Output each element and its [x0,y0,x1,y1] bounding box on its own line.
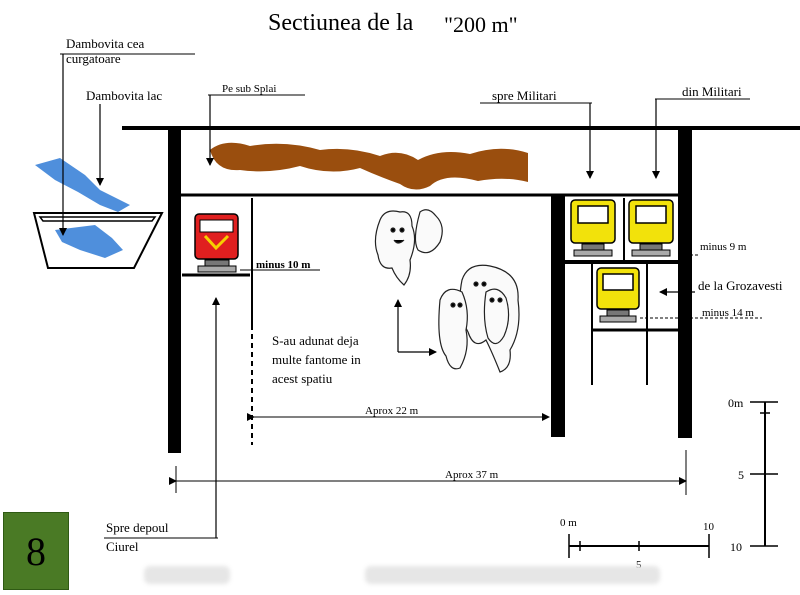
vscale-5: 5 [738,468,744,482]
lake-rim [38,216,157,222]
ghost-group [438,264,520,373]
label-minus-10: minus 10 m [256,259,310,271]
right-pillar [678,128,692,438]
hscale-5: 5 [636,559,642,571]
label-fantome-1: S-au adunat deja [272,333,359,348]
label-dambovita-lac: Dambovita lac [86,88,162,103]
title: Sectiunea de la [268,10,414,36]
vertical-scale [750,401,778,547]
label-dambovita-curgatoare-1: Dambovita cea [66,36,145,51]
blurred-footer-left [144,566,230,584]
hscale-10: 10 [703,521,715,533]
label-depou-2: Ciurel [106,539,139,554]
label-aprox-22: Aprox 22 m [365,405,419,417]
yellow-train-din-militari [628,199,674,257]
yellow-train-spre-militari [570,199,616,257]
label-de-la-grozavesti: de la Grozavesti [698,278,783,293]
label-depou-1: Spre depoul [106,520,169,535]
label-fantome-2: multe fantome in [272,352,361,367]
horizontal-scale [568,534,710,558]
label-fantome-3: acest spatiu [272,371,333,386]
label-minus-9: minus 9 m [700,241,747,253]
vscale-0m: 0m [728,396,744,410]
label-minus-14: minus 14 m [702,307,754,319]
slide-number: 8 [26,528,46,574]
ghost-upper [374,209,443,286]
label-aprox-37: Aprox 37 m [445,469,499,481]
middle-pillar [551,195,565,437]
splai-soil [210,142,528,190]
title-quote: "200 m" [444,12,518,37]
red-train [194,213,239,273]
river-water [35,158,130,212]
blurred-footer-right [365,566,660,584]
hscale-0m: 0 m [560,517,577,529]
yellow-train-grozavesti [596,267,640,323]
label-din-militari: din Militari [682,84,742,99]
vscale-10: 10 [730,540,742,554]
left-pillar [168,128,181,453]
lake-water [55,225,123,258]
lake-basin [32,212,164,269]
slide-number-badge: 8 [3,512,69,590]
label-dambovita-curgatoare-2: curgatoare [66,51,121,66]
label-sub-splai: Pe sub Splai [222,83,276,95]
label-spre-militari: spre Militari [492,88,557,103]
